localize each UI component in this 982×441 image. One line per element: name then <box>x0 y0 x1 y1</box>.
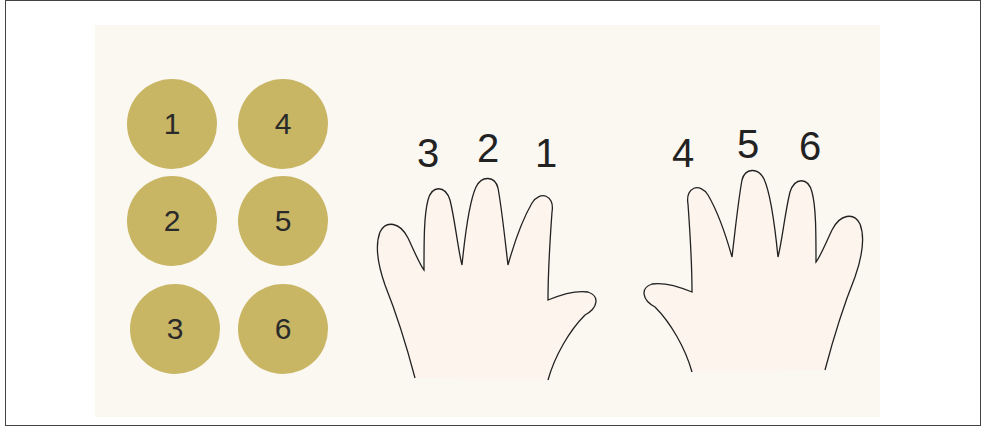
ground-panel <box>95 25 880 417</box>
right-hand <box>644 170 862 372</box>
braille-dot: 5 <box>238 176 328 266</box>
braille-dot: 6 <box>238 284 328 374</box>
finger-number: 2 <box>477 128 499 168</box>
dot-number: 6 <box>238 284 328 374</box>
dot-fill <box>238 79 328 169</box>
braille-dot: 4 <box>238 79 328 169</box>
dot-number: 4 <box>238 79 328 169</box>
dot-number: 3 <box>130 284 220 374</box>
dot-fill <box>127 176 217 266</box>
dot-fill <box>238 284 328 374</box>
finger-number: 3 <box>417 133 439 173</box>
dot-number: 2 <box>127 176 217 266</box>
finger-number: 4 <box>672 133 694 173</box>
dot-fill <box>238 176 328 266</box>
frame <box>6 1 981 426</box>
hand-outline <box>378 178 596 380</box>
finger-number: 1 <box>535 133 557 173</box>
finger-number: 5 <box>737 124 759 164</box>
dot-fill <box>130 284 220 374</box>
dot-number: 1 <box>127 79 217 169</box>
dot-number: 5 <box>238 176 328 266</box>
left-hand <box>378 178 596 380</box>
braille-dot: 2 <box>127 176 217 266</box>
braille-dot: 1 <box>127 79 217 169</box>
braille-dot: 3 <box>130 284 220 374</box>
finger-number: 6 <box>799 126 821 166</box>
hand-outline <box>644 170 862 372</box>
dot-fill <box>127 79 217 169</box>
